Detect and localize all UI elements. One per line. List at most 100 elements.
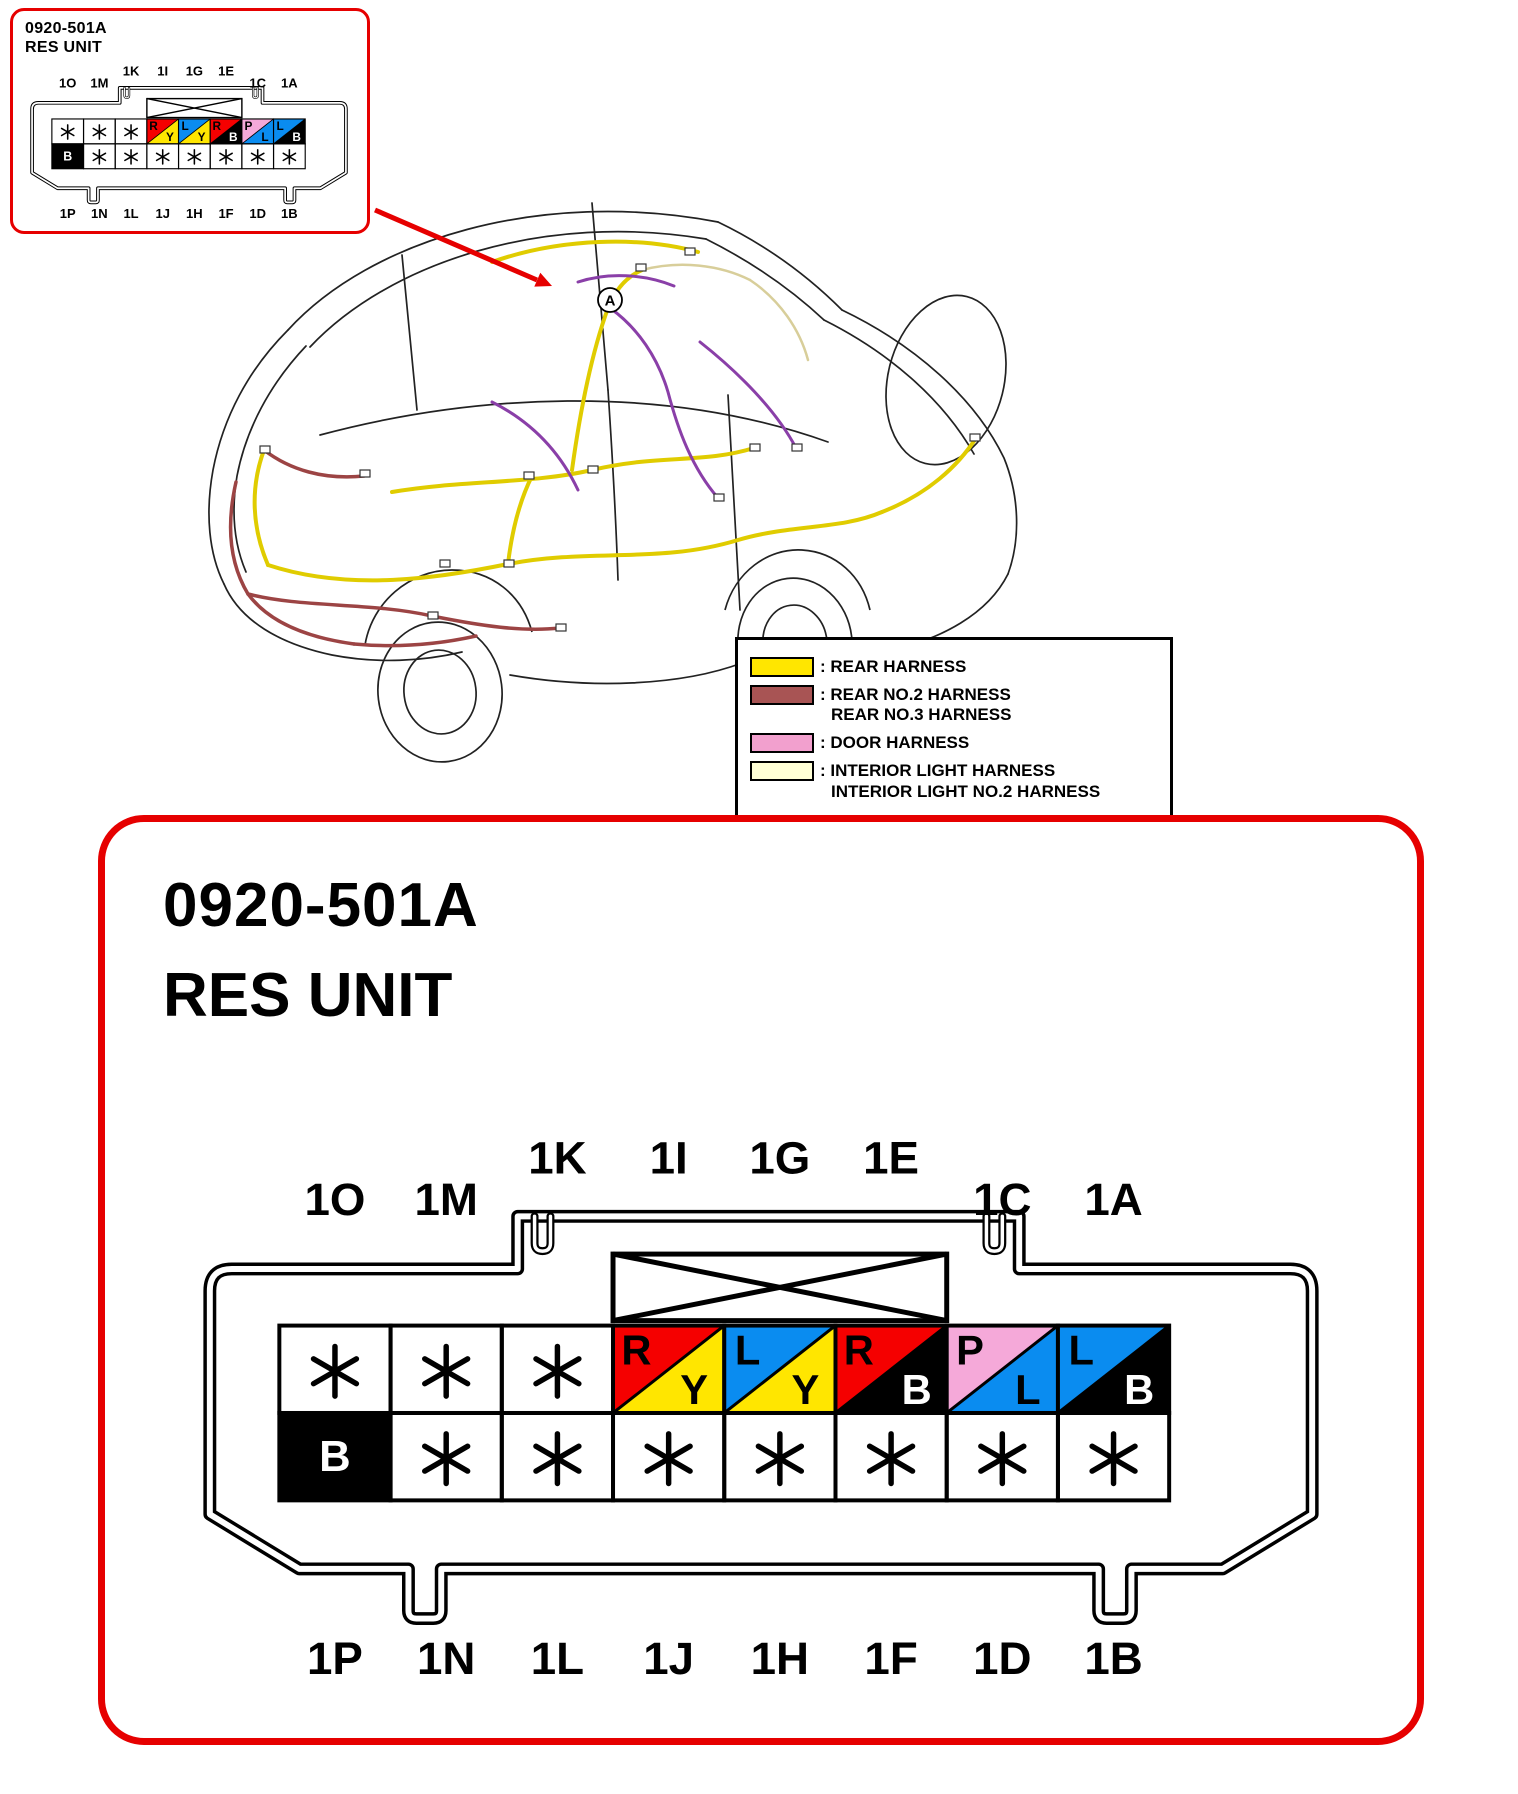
star-mark-icon <box>219 149 233 166</box>
pin-label-1J: 1J <box>643 1633 694 1684</box>
pin-cell-1O <box>51 118 85 145</box>
svg-text:1L: 1L <box>531 1633 584 1684</box>
svg-text:1G: 1G <box>186 64 203 79</box>
star-mark-icon <box>644 1431 693 1487</box>
svg-text:1A: 1A <box>281 76 298 91</box>
location-a-label: A <box>605 293 616 310</box>
pin-label-1P: 1P <box>60 207 76 222</box>
svg-text:1M: 1M <box>90 76 108 91</box>
svg-text:1D: 1D <box>249 207 266 222</box>
pin-cell-1L <box>499 1410 616 1503</box>
pin-cell-1N <box>388 1410 504 1503</box>
legend-swatch <box>750 684 814 705</box>
pin-label-1E: 1E <box>218 64 234 79</box>
pin-label-1O: 1O <box>304 1174 365 1225</box>
location-a-marker: A <box>597 287 623 313</box>
svg-text:1O: 1O <box>304 1174 365 1225</box>
pin-cell-1M <box>388 1323 504 1415</box>
pin-label-1K: 1K <box>528 1132 586 1183</box>
callout-pointer-arrow <box>374 207 552 287</box>
detail-connector-code: 0920-501A <box>163 871 479 940</box>
star-mark-icon <box>422 1431 471 1487</box>
harness-connector-marks <box>259 247 981 632</box>
pin-cell-1G: LY <box>177 118 211 145</box>
pin-label-1N: 1N <box>91 207 108 222</box>
svg-text:P: P <box>956 1327 984 1374</box>
svg-text:1P: 1P <box>60 207 76 222</box>
pin-cell-1E: RB <box>833 1323 949 1415</box>
svg-text:1B: 1B <box>281 207 298 222</box>
svg-text:R: R <box>621 1327 651 1374</box>
svg-text:R: R <box>149 119 158 133</box>
pin-label-1L: 1L <box>123 207 138 222</box>
legend-item: : DOOR HARNESS <box>750 733 1158 754</box>
star-mark-icon <box>124 124 138 141</box>
pin-label-1M: 1M <box>414 1174 477 1225</box>
svg-text:1N: 1N <box>417 1633 475 1684</box>
keyway-cross <box>610 1251 950 1324</box>
svg-text:1F: 1F <box>218 207 233 222</box>
pin-label-1M: 1M <box>90 76 108 91</box>
svg-text:L: L <box>1069 1327 1094 1374</box>
svg-text:Y: Y <box>198 131 206 145</box>
pin-label-1E: 1E <box>863 1132 919 1183</box>
pin-label-1F: 1F <box>218 207 233 222</box>
legend-item: : REAR HARNESS <box>750 657 1158 678</box>
svg-text:L: L <box>182 119 189 133</box>
svg-text:1J: 1J <box>643 1633 694 1684</box>
svg-text:1I: 1I <box>650 1132 688 1183</box>
svg-text:1C: 1C <box>973 1174 1031 1225</box>
interior-light-harness-path <box>640 263 810 362</box>
star-mark-icon <box>60 124 75 141</box>
pin-cell-1F <box>833 1410 949 1503</box>
svg-text:1J: 1J <box>155 207 169 222</box>
svg-text:1H: 1H <box>751 1633 809 1684</box>
pin-label-1C: 1C <box>973 1174 1031 1225</box>
svg-text:P: P <box>245 119 253 133</box>
star-mark-icon <box>187 149 202 166</box>
detail-connector-name: RES UNIT <box>163 961 453 1030</box>
arrowhead-icon <box>534 272 552 287</box>
svg-text:Y: Y <box>680 1366 708 1413</box>
callout-connector-code: 0920-501A <box>25 20 107 37</box>
pin-label-1N: 1N <box>417 1633 475 1684</box>
svg-text:Y: Y <box>792 1366 820 1413</box>
pin-cell-1H <box>722 1410 838 1503</box>
svg-text:1K: 1K <box>528 1132 586 1183</box>
svg-text:L: L <box>735 1327 760 1374</box>
pin-cell-1A: LB <box>272 118 306 145</box>
star-mark-icon <box>978 1431 1027 1487</box>
star-mark-icon <box>92 149 107 166</box>
svg-text:1N: 1N <box>91 207 108 222</box>
svg-text:1D: 1D <box>973 1633 1031 1684</box>
legend-label: : REAR HARNESS <box>820 657 967 676</box>
pin-cell-1M <box>82 118 116 145</box>
star-mark-icon <box>422 1343 471 1399</box>
svg-text:1O: 1O <box>59 76 76 91</box>
svg-text:L: L <box>1015 1366 1040 1413</box>
svg-text:1G: 1G <box>749 1132 810 1183</box>
pin-label-1D: 1D <box>973 1633 1031 1684</box>
pin-label-1I: 1I <box>157 64 168 79</box>
pin-label-1A: 1A <box>1084 1174 1142 1225</box>
svg-text:1M: 1M <box>414 1174 477 1225</box>
svg-text:L: L <box>261 131 268 145</box>
svg-text:1E: 1E <box>218 64 234 79</box>
svg-text:1P: 1P <box>307 1633 363 1684</box>
star-mark-icon <box>533 1343 582 1399</box>
pin-label-1I: 1I <box>650 1132 688 1183</box>
pin-cell-1K <box>499 1323 616 1415</box>
svg-text:1K: 1K <box>123 64 140 79</box>
pin-cell-1D <box>944 1410 1060 1503</box>
star-mark-icon <box>1089 1431 1138 1487</box>
pin-cell-1O <box>277 1323 393 1415</box>
car-wheels <box>364 294 1007 763</box>
pin-cell-1I: RY <box>611 1323 727 1415</box>
